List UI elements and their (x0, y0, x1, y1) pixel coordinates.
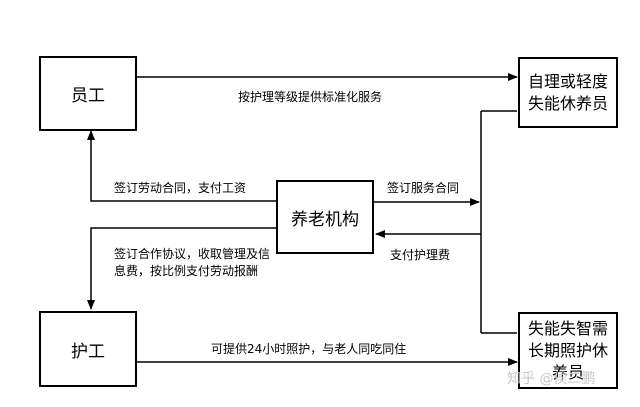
node-institution: 养老机构 (276, 180, 374, 254)
arrow-institution-to-employee (87, 130, 277, 202)
node-self-care-residents: 自理或轻度失能休养员 (518, 57, 618, 128)
edge-label-standardized-service: 按护理等级提供标准化服务 (238, 90, 383, 104)
arrow-institution-to-caregiver (87, 227, 277, 310)
node-caregiver: 护工 (39, 311, 137, 387)
edge-label-care-fee: 支付护理费 (390, 248, 451, 262)
node-employee: 员工 (39, 56, 137, 131)
node-self-care-residents-label: 自理或轻度失能休养员 (527, 71, 608, 113)
watermark: 知乎 @侯二鹏 (507, 371, 596, 387)
edge-label-labor-contract: 签订劳动合同，支付工资 (114, 181, 247, 195)
edge-label-cooperation-agreement: 签订合作协议，收取管理及信息费，按比例支付劳动报酬 (114, 247, 271, 278)
node-institution-label: 养老机构 (291, 209, 359, 230)
edge-label-service-contract: 签订服务合同 (387, 181, 460, 195)
node-dependent-residents-label: 失能失智需长期照护休养员 (527, 318, 608, 382)
node-dependent-residents: 失能失智需长期照护休养员 (518, 312, 618, 389)
edge-label-24h-care: 可提供24小时照护，与老人同吃同住 (211, 342, 407, 356)
node-employee-label: 员工 (71, 86, 105, 106)
node-caregiver-label: 护工 (71, 341, 105, 362)
